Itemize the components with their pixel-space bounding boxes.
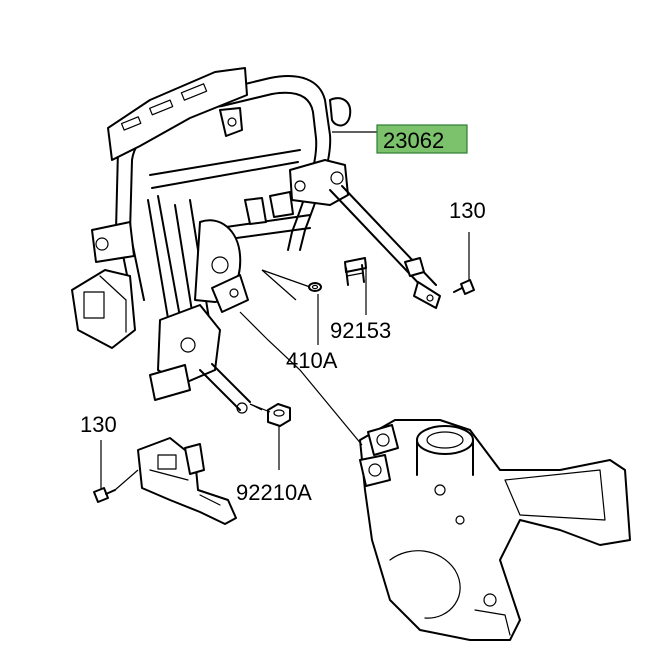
bolt-130-top[interactable]: [453, 232, 475, 295]
callout-highlight: [376, 124, 468, 154]
bolt-130-left[interactable]: [93, 440, 139, 503]
assembly-guide-line: [249, 403, 263, 411]
nut-92210a[interactable]: [249, 403, 291, 470]
collar-bolt-92153[interactable]: [344, 257, 367, 315]
callout-410a[interactable]: 410A: [286, 348, 338, 373]
assembly-guide-line: [261, 269, 297, 301]
lower-left-bracket[interactable]: [137, 437, 237, 525]
assembly-guide-line: [239, 311, 363, 446]
callout-92210a[interactable]: 92210A: [236, 480, 312, 505]
callout-130-top[interactable]: 130: [449, 198, 486, 223]
front-subframe[interactable]: [71, 67, 441, 414]
callout-92153[interactable]: 92153: [330, 318, 391, 343]
washer-410a[interactable]: [261, 269, 322, 345]
callout-130-left[interactable]: 130: [80, 412, 117, 437]
main-frame[interactable]: [359, 419, 631, 641]
part-number-label: 23062: [383, 128, 444, 153]
callout-23062[interactable]: 23062: [376, 124, 468, 154]
